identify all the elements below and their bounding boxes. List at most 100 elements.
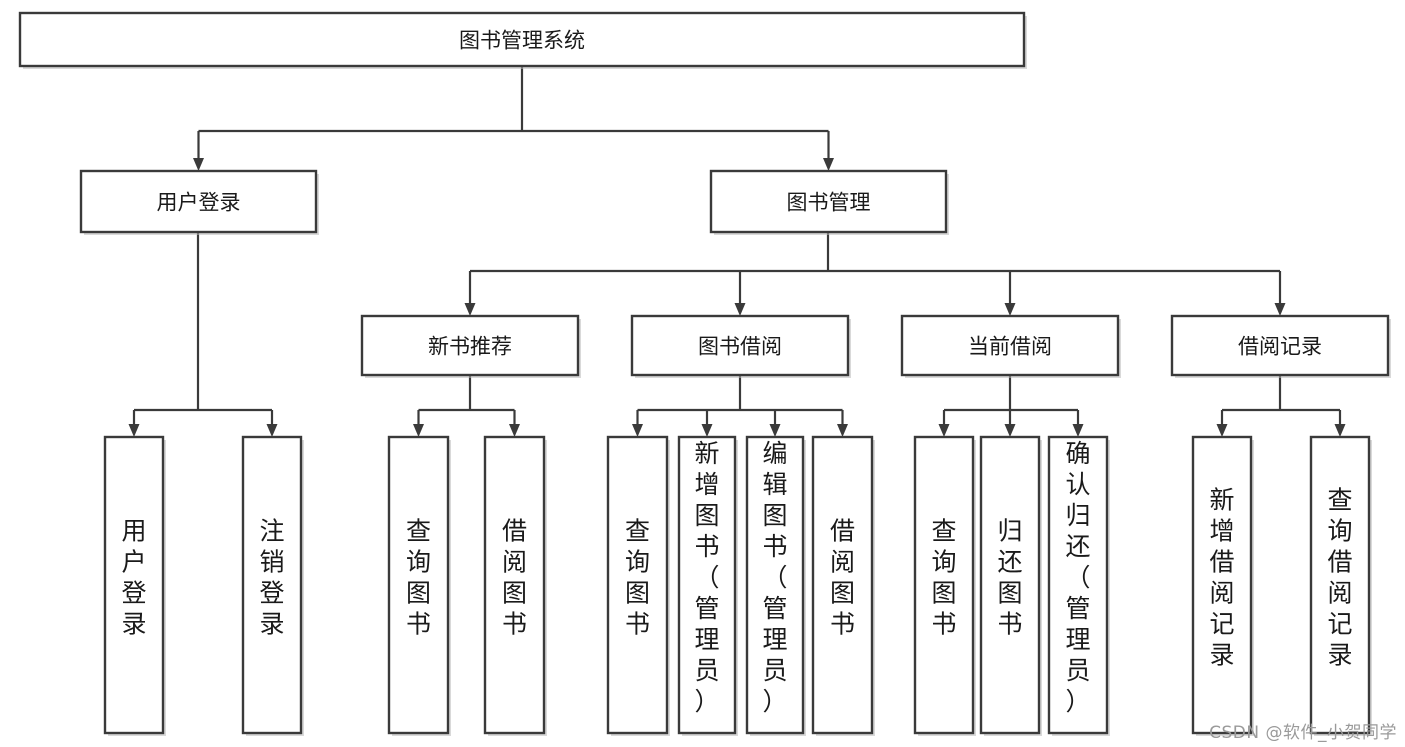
node-label-char: 确	[1065, 439, 1090, 468]
node-label: 借阅记录	[1238, 335, 1322, 359]
edge-arrowhead	[1072, 424, 1084, 437]
edge-arrowhead	[1334, 424, 1346, 437]
node-label-char: 书	[762, 532, 787, 561]
node-label: 确认归还（管理员）	[1065, 439, 1090, 716]
node-label-char: 图	[997, 579, 1022, 608]
node-label: 注销登录	[259, 517, 284, 639]
node-leaf-borrow-book-2[interactable]: 借阅图书	[811, 435, 875, 736]
node-label-char: 图	[406, 579, 431, 608]
node-user-login[interactable]: 用户登录	[79, 169, 319, 235]
node-current-borrow[interactable]: 当前借阅	[900, 314, 1121, 378]
node-rect[interactable]	[630, 314, 850, 377]
node-label-char: 书	[997, 610, 1022, 639]
edge-arrowhead	[1274, 303, 1286, 316]
node-rect[interactable]	[1309, 435, 1371, 735]
node-rect[interactable]	[606, 435, 669, 735]
node-label: 用户登录	[121, 517, 146, 639]
node-label-char: 理	[762, 625, 787, 654]
node-label-char: 还	[1065, 532, 1090, 561]
edge-arrowhead	[509, 424, 520, 437]
node-rect[interactable]	[387, 435, 450, 735]
node-leaf-logout[interactable]: 注销登录	[241, 435, 304, 736]
node-rect[interactable]	[79, 169, 318, 234]
node-label: 新增借阅记录	[1209, 486, 1234, 670]
node-leaf-query-book-2[interactable]: 查询图书	[606, 435, 670, 736]
node-label: 查询借阅记录	[1327, 486, 1352, 670]
node-borrow-record[interactable]: 借阅记录	[1170, 314, 1391, 378]
edge-group-user-login-children	[128, 232, 278, 437]
node-leaf-query-book-3[interactable]: 查询图书	[913, 435, 976, 736]
nodes-layer: 图书管理系统用户登录图书管理新书推荐图书借阅当前借阅借阅记录用户登录注销登录查询…	[18, 11, 1391, 736]
node-label-char: 录	[1327, 641, 1352, 670]
node-rect[interactable]	[1191, 435, 1253, 735]
node-rect[interactable]	[745, 435, 805, 735]
node-leaf-borrow-book-1[interactable]: 借阅图书	[483, 435, 547, 736]
edge-group-book-borrow-children	[632, 375, 848, 437]
node-rect[interactable]	[900, 314, 1120, 377]
node-rect[interactable]	[709, 169, 948, 234]
node-rect[interactable]	[677, 435, 737, 735]
node-label-char: 理	[1065, 625, 1090, 654]
node-label-char: 书	[830, 610, 855, 639]
edges-layer	[128, 66, 1346, 437]
node-label-char: 归	[997, 517, 1022, 546]
node-label: 查询图书	[625, 517, 650, 639]
node-label-char: 录	[259, 610, 284, 639]
node-label-char: 理	[694, 625, 719, 654]
node-label: 编辑图书（管理员）	[762, 439, 787, 716]
node-label-char: 阅	[502, 548, 527, 577]
node-rect[interactable]	[1047, 435, 1109, 735]
node-label-char: 书	[406, 610, 431, 639]
edge-arrowhead	[413, 424, 424, 437]
node-label: 图书管理	[787, 191, 871, 215]
edge-arrowhead	[632, 424, 643, 437]
node-rect[interactable]	[811, 435, 874, 735]
node-leaf-return-book[interactable]: 归还图书	[979, 435, 1042, 736]
node-rect[interactable]	[103, 435, 165, 735]
edge-arrowhead	[128, 424, 140, 437]
node-leaf-query-record[interactable]: 查询借阅记录	[1309, 435, 1372, 736]
node-label-char: 员	[1065, 656, 1090, 685]
node-label-char: 借	[830, 517, 855, 546]
node-label-char: 阅	[830, 548, 855, 577]
node-rect[interactable]	[913, 435, 975, 735]
node-label-char: 员	[762, 656, 787, 685]
edge-group-borrow-record-children	[1216, 375, 1346, 437]
edge-arrowhead	[823, 158, 834, 171]
node-new-book-rec[interactable]: 新书推荐	[360, 314, 581, 378]
node-label-char: 户	[121, 548, 146, 577]
edge-group-root-children	[193, 66, 834, 171]
node-leaf-user-login[interactable]: 用户登录	[103, 435, 166, 736]
node-leaf-add-book[interactable]: 新增图书（管理员）	[677, 435, 738, 736]
edge-arrowhead	[1216, 424, 1228, 437]
node-book-manage[interactable]: 图书管理	[709, 169, 949, 235]
node-label-char: 登	[121, 579, 146, 608]
node-leaf-query-book-1[interactable]: 查询图书	[387, 435, 451, 736]
node-label-char: 归	[1065, 501, 1090, 530]
node-rect[interactable]	[360, 314, 580, 377]
edge-arrowhead	[837, 424, 848, 437]
node-label-char: （	[694, 563, 719, 592]
node-leaf-edit-book[interactable]: 编辑图书（管理员）	[745, 435, 806, 736]
node-rect[interactable]	[483, 435, 546, 735]
node-label-char: 增	[1209, 517, 1234, 546]
node-label: 当前借阅	[968, 335, 1052, 359]
node-rect[interactable]	[1170, 314, 1390, 377]
node-label-char: 辑	[762, 470, 787, 499]
node-leaf-add-record[interactable]: 新增借阅记录	[1191, 435, 1254, 736]
node-label-char: 询	[406, 548, 431, 577]
node-label-char: 查	[1327, 486, 1352, 515]
node-rect[interactable]	[18, 11, 1026, 68]
edge-arrowhead	[464, 303, 476, 316]
node-label-char: 员	[694, 656, 719, 685]
node-leaf-confirm-return[interactable]: 确认归还（管理员）	[1047, 435, 1110, 736]
edge-arrowhead	[734, 303, 746, 316]
node-label-char: 书	[694, 532, 719, 561]
node-book-borrow[interactable]: 图书借阅	[630, 314, 851, 378]
node-label-char: 增	[694, 470, 719, 499]
node-label-char: 查	[931, 517, 956, 546]
node-rect[interactable]	[979, 435, 1041, 735]
node-rect[interactable]	[241, 435, 303, 735]
node-label-char: ）	[694, 687, 719, 716]
node-root[interactable]: 图书管理系统	[18, 11, 1027, 69]
